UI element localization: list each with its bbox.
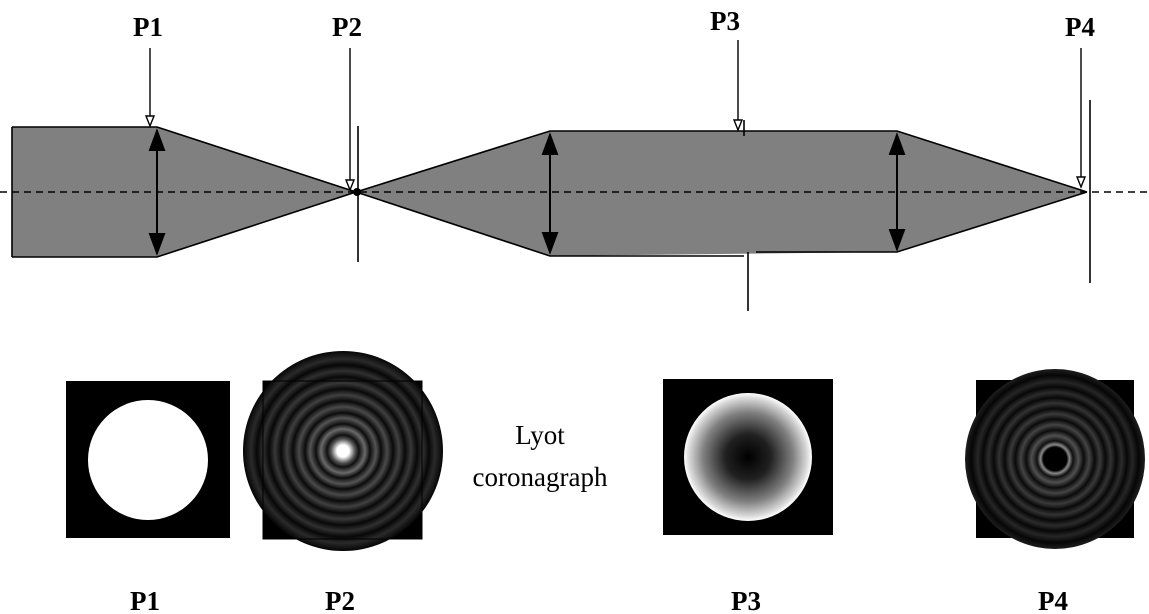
pointer-p2 [344,48,356,192]
p2-occulting-spot [353,188,361,196]
bottom-label-p2: P2 [325,586,355,614]
top-label-p4: P4 [1065,12,1095,42]
lens-2 [541,132,559,255]
bottom-label-p3: P3 [731,586,761,614]
top-label-p2: P2 [332,12,362,42]
caption-line-1: Lyot [515,420,565,450]
panel-p3-lyot-pupil [663,379,833,535]
beam-diverging-from-p2 [356,131,550,256]
pointer-p1 [144,48,156,128]
lens-1 [148,128,166,256]
top-label-p3: P3 [710,6,740,36]
panel-p1-pupil [66,381,230,538]
caption-line-2: coronagraph [473,462,608,492]
panel-p2-airy-pattern [243,351,443,551]
lens-3 [888,132,906,252]
beam-collimated-p3 [550,131,897,256]
pointer-p3 [732,40,744,132]
top-label-p1: P1 [133,12,163,42]
bottom-label-p4: P4 [1038,586,1068,614]
pointer-p4 [1075,48,1087,189]
beam-converging-to-p4 [897,131,1087,252]
bottom-label-p1: P1 [130,586,160,614]
panel-p4-residual-rings [965,369,1145,549]
